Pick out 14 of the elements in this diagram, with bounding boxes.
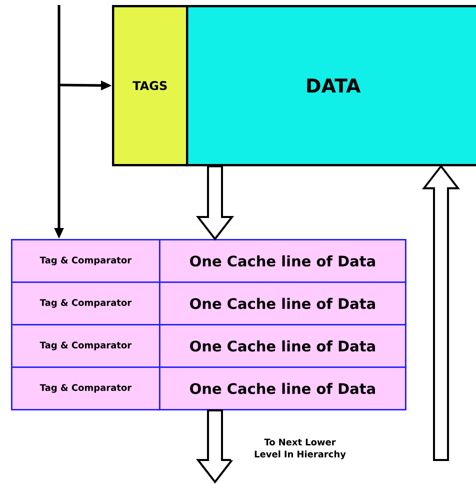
tag-comparator-cell: Tag & Comparator [11, 324, 160, 368]
block-arrow [196, 409, 234, 484]
edge-label: To Next Lower Level In Hierarchy [254, 438, 346, 460]
tag-comparator-cell: Tag & Comparator [11, 366, 160, 410]
cache-line-cell: One Cache line of Data [159, 324, 406, 368]
cache-line-cell: One Cache line of Data [159, 239, 406, 283]
block-arrow [196, 165, 234, 241]
block-arrow [422, 164, 460, 461]
cache-line-cell: One Cache line of Data [159, 282, 406, 326]
tag-comparator-cell: Tag & Comparator [11, 239, 160, 283]
tag-comparator-cell: Tag & Comparator [11, 282, 160, 326]
data-box: DATA [186, 5, 476, 166]
cache-line-cell: One Cache line of Data [159, 366, 406, 410]
tag-box: TAGS [112, 5, 188, 166]
